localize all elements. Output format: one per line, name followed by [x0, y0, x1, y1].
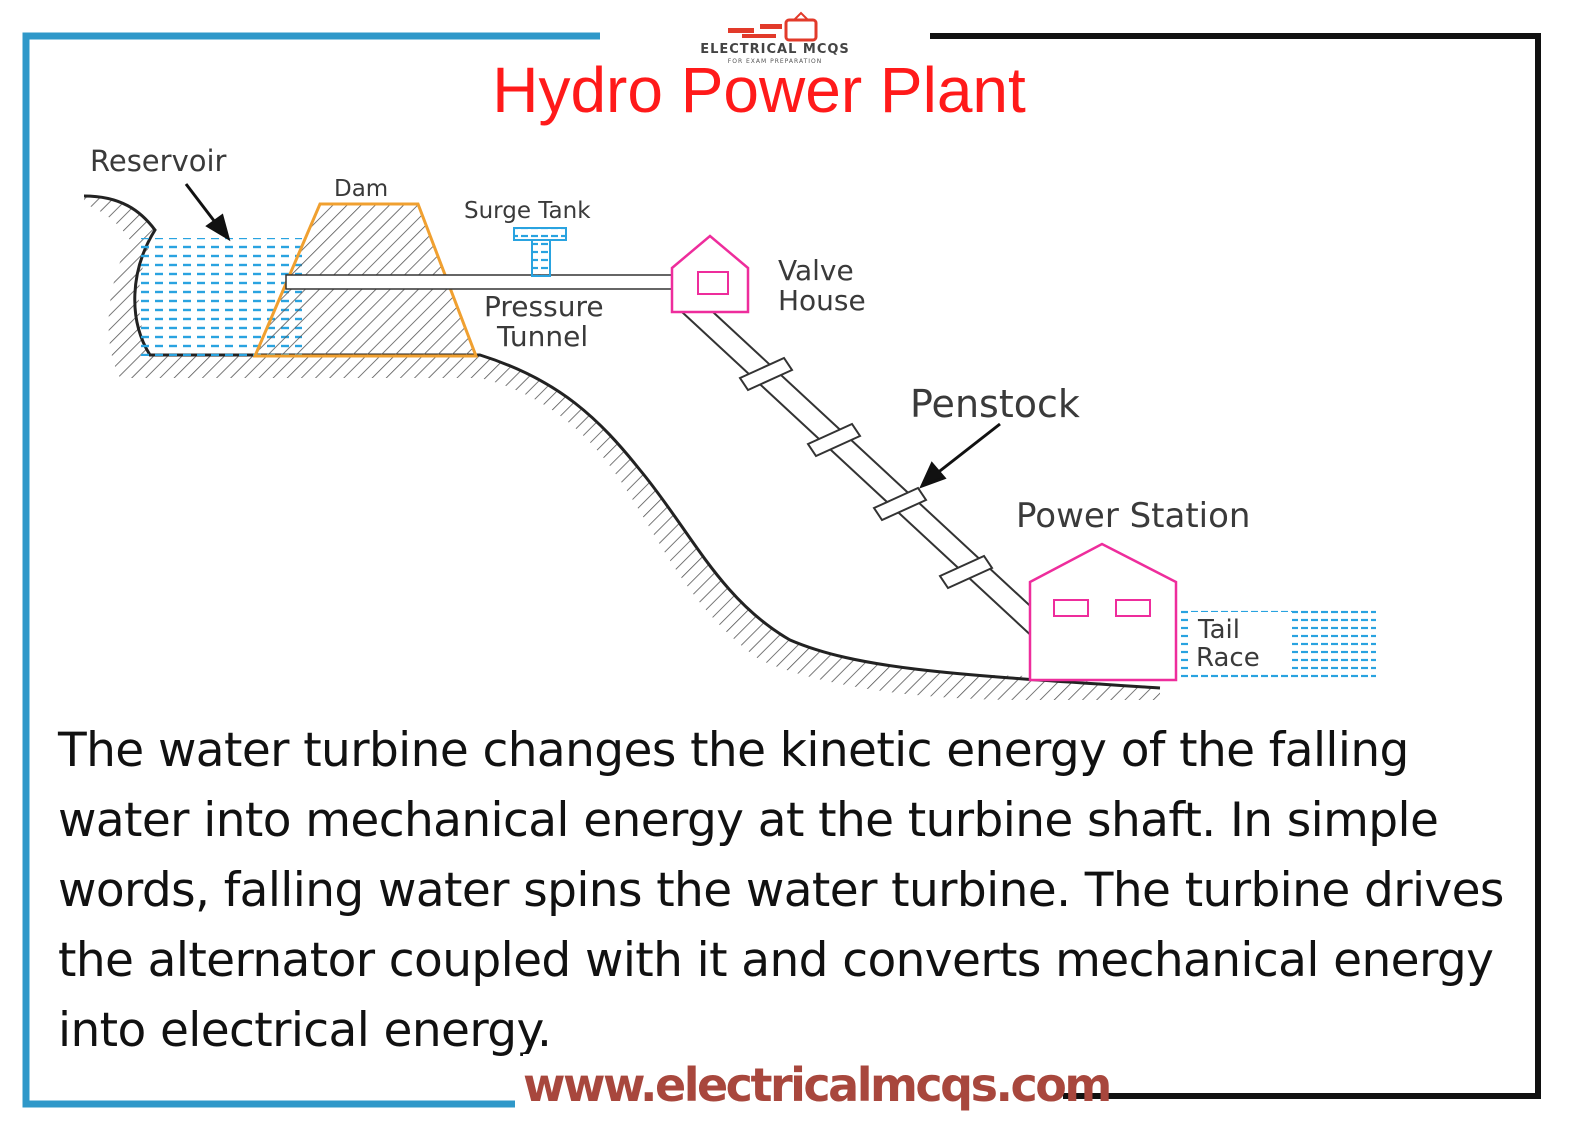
- label-power-station: Power Station: [1016, 496, 1251, 536]
- surge-tank: [513, 227, 567, 277]
- label-valve: Valve: [778, 254, 854, 287]
- label-house: House: [778, 284, 866, 317]
- description: The water turbine changes the kinetic en…: [58, 723, 1504, 1058]
- valve-house: [670, 234, 750, 314]
- label-reservoir: Reservoir: [90, 144, 227, 178]
- title-text: Hydro Power Plant: [492, 54, 1026, 126]
- label-tail: Tail: [1198, 615, 1240, 645]
- logo-name: ELECTRICAL MCQS: [700, 42, 850, 57]
- label-race: Race: [1196, 643, 1260, 673]
- power-station: [1028, 542, 1178, 682]
- logo-icon: [728, 11, 818, 42]
- frame-left-border: [22, 32, 600, 1108]
- reservoir-arrow: [184, 183, 231, 242]
- website-url[interactable]: www.electricalmcqs.com: [523, 1054, 1112, 1120]
- logo-tagline: FOR EXAM PREPARATION: [727, 58, 823, 65]
- frame: [22, 32, 1541, 1108]
- label-dam: Dam: [334, 176, 389, 202]
- logo: ELECTRICAL MCQS FOR EXAM PREPARATION: [640, 18, 910, 68]
- penstock-arrow: [919, 422, 1001, 489]
- frame-right-border: [930, 33, 1541, 1099]
- penstock: [681, 299, 1055, 641]
- pressure-tunnel: [285, 274, 685, 290]
- label-penstock: Penstock: [910, 382, 1080, 426]
- label-surge-tank: Surge Tank: [464, 198, 591, 224]
- tail-race-water: [1178, 608, 1376, 678]
- page-title: Hydro Power Plant: [0, 52, 1574, 128]
- label-tunnel: Tunnel: [497, 320, 589, 353]
- label-pressure: Pressure: [484, 290, 604, 323]
